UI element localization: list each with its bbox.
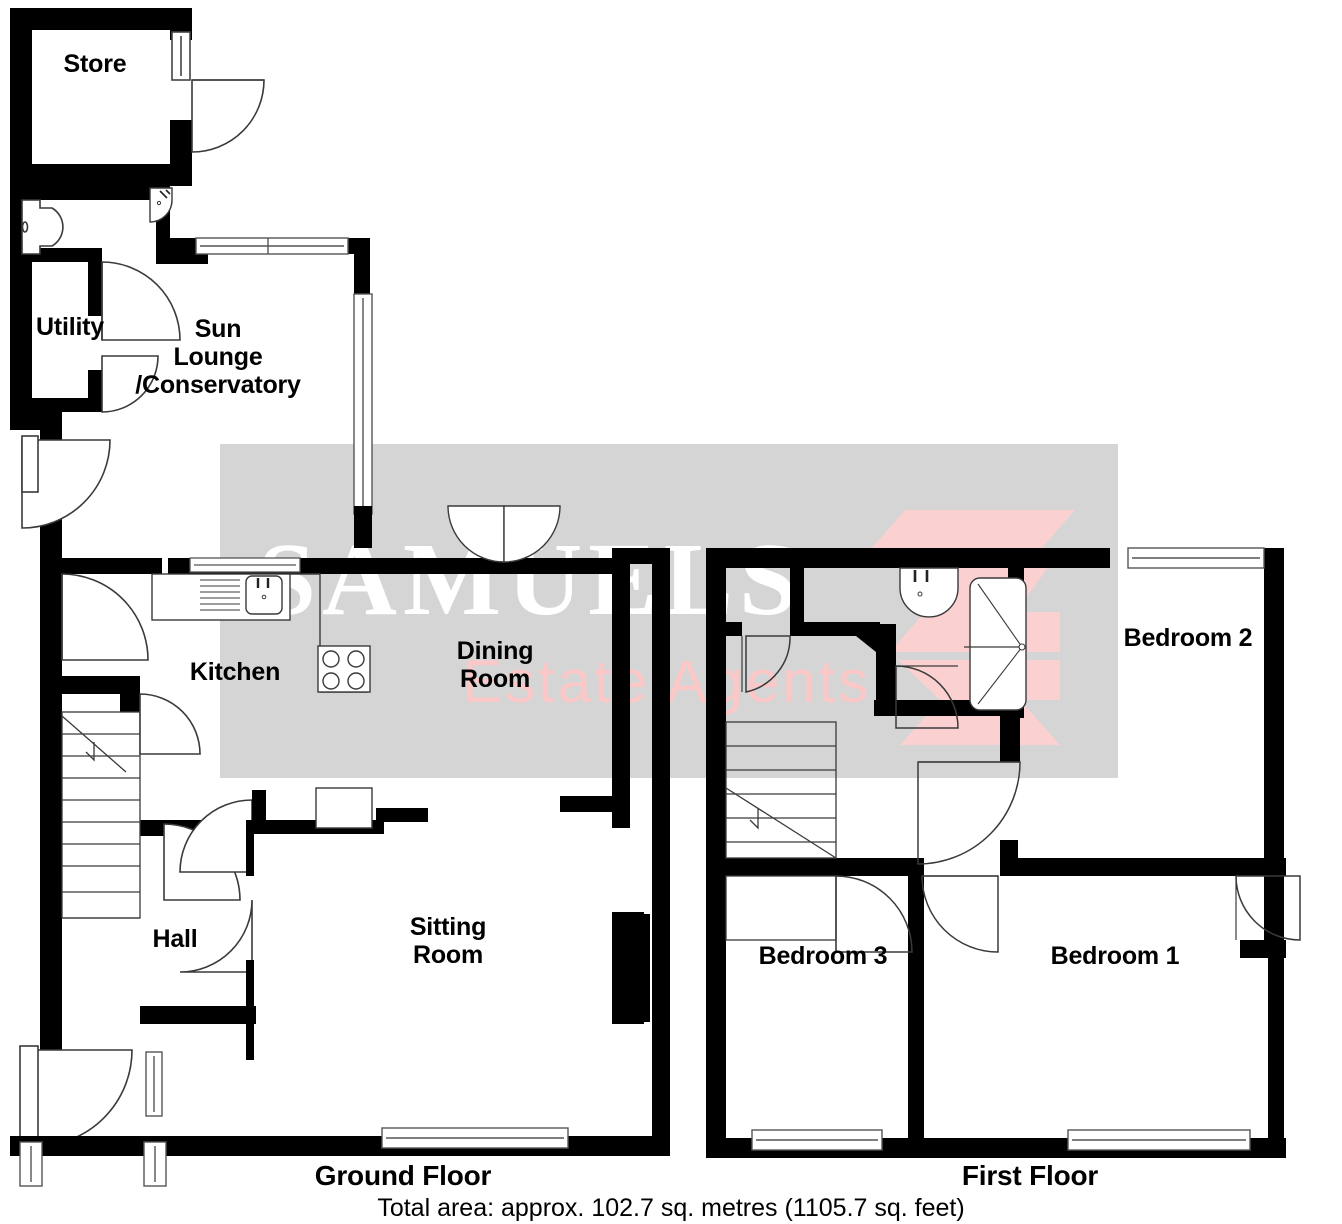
kitchen-drainer-icon (200, 579, 240, 611)
front-door-leaf (19, 1045, 39, 1147)
total-area-text: Total area: approx. 102.7 sq. metres (11… (377, 1194, 965, 1222)
external-door-leaf (21, 435, 39, 493)
room-label-bedroom2: Bedroom 2 (1123, 624, 1253, 652)
bathroom-door-swing (895, 665, 959, 729)
room-label-kitchen: Kitchen (189, 658, 281, 686)
bedroom1-door-swing (917, 761, 1021, 865)
sitting-room-door-swing (179, 899, 253, 973)
hall-side-window (145, 1051, 163, 1117)
staircase-first-icon (725, 721, 837, 859)
kitchen-window (189, 557, 301, 573)
utility-door-swing-2 (101, 355, 159, 413)
utility-walls (10, 258, 102, 412)
room-label-conservatory: Sun Lounge /Conservatory (135, 315, 301, 399)
dining-double-doors (447, 505, 561, 563)
room-label-sitting: Sitting Room (409, 913, 487, 969)
ground-front-wall (10, 1136, 670, 1156)
utility-door-swing (101, 261, 181, 341)
bedroom3-window (751, 1129, 883, 1151)
wash-basin-icon (899, 567, 959, 618)
hall-door-swing-mid (179, 799, 253, 873)
front-door-swing (35, 1049, 133, 1147)
understairs-door-swing (139, 693, 201, 755)
external-door-swing-left (21, 439, 111, 529)
conservatory-window-right (353, 293, 373, 515)
kitchen-sink-icon (245, 575, 283, 615)
staircase-ground-icon (61, 711, 141, 919)
corner-wash-basin-icon (149, 187, 173, 223)
chimney-breast (620, 914, 650, 1022)
front-sidelight-window-2 (143, 1141, 167, 1187)
room-label-hall: Hall (152, 925, 198, 953)
conservatory-window-top (195, 237, 349, 255)
floor-title-first: First Floor (961, 1160, 1099, 1191)
wc-toilet-icon (21, 199, 64, 255)
room-label-utility: Utility (35, 313, 105, 341)
kitchen-door-swing (61, 573, 149, 661)
first-floor-group (706, 547, 1301, 1158)
room-label-bedroom3: Bedroom 3 (758, 942, 888, 970)
bedroom1-window (1067, 1129, 1251, 1151)
bedroom2-window (1127, 547, 1265, 569)
store-door-swing (191, 79, 265, 153)
hall-partition-walls (140, 820, 256, 1060)
room-label-dining: Dining Room (456, 637, 534, 693)
sitting-room-window (381, 1127, 569, 1149)
store-walls (10, 8, 192, 186)
floor-title-ground: Ground Floor (314, 1160, 492, 1191)
bath-icon (964, 577, 1027, 711)
kitchen-counter-run (290, 573, 371, 693)
front-sidelight-window-1 (19, 1141, 43, 1187)
ground-floor-group (10, 8, 670, 1187)
bedroom1-door-swing-left (921, 875, 999, 953)
bedroom3-cupboard (725, 875, 837, 941)
kitchen-worktop-icon (151, 573, 291, 621)
store-window (171, 31, 191, 81)
room-label-bedroom1: Bedroom 1 (1050, 942, 1180, 970)
bedroom3-door-swing (835, 875, 913, 953)
bedroom1-door-swing-right (1235, 875, 1301, 941)
hob-cooker-icon (322, 650, 365, 690)
conservatory-wall-corner (354, 506, 372, 548)
cupboard-door-swing (745, 635, 791, 693)
sitting-room-alcove (315, 787, 373, 829)
room-label-store: Store (63, 50, 127, 78)
